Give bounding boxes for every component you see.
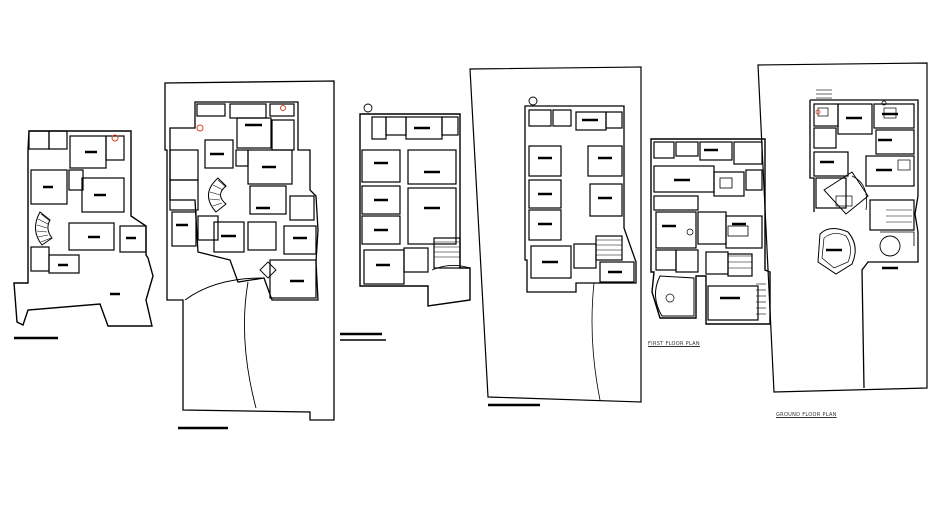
floor-plan-3 — [340, 103, 471, 341]
plan-5-title: FIRST FLOOR PLAN — [648, 341, 700, 347]
floor-plan-4 — [469, 66, 642, 407]
floor-plan-1 — [13, 130, 154, 340]
floor-plan-2 — [164, 80, 335, 430]
floor-plan-6-ground-floor — [757, 62, 928, 393]
plan-6-title: GROUND FLOOR PLAN — [776, 412, 837, 418]
floor-plan-5-first-floor — [650, 138, 771, 325]
